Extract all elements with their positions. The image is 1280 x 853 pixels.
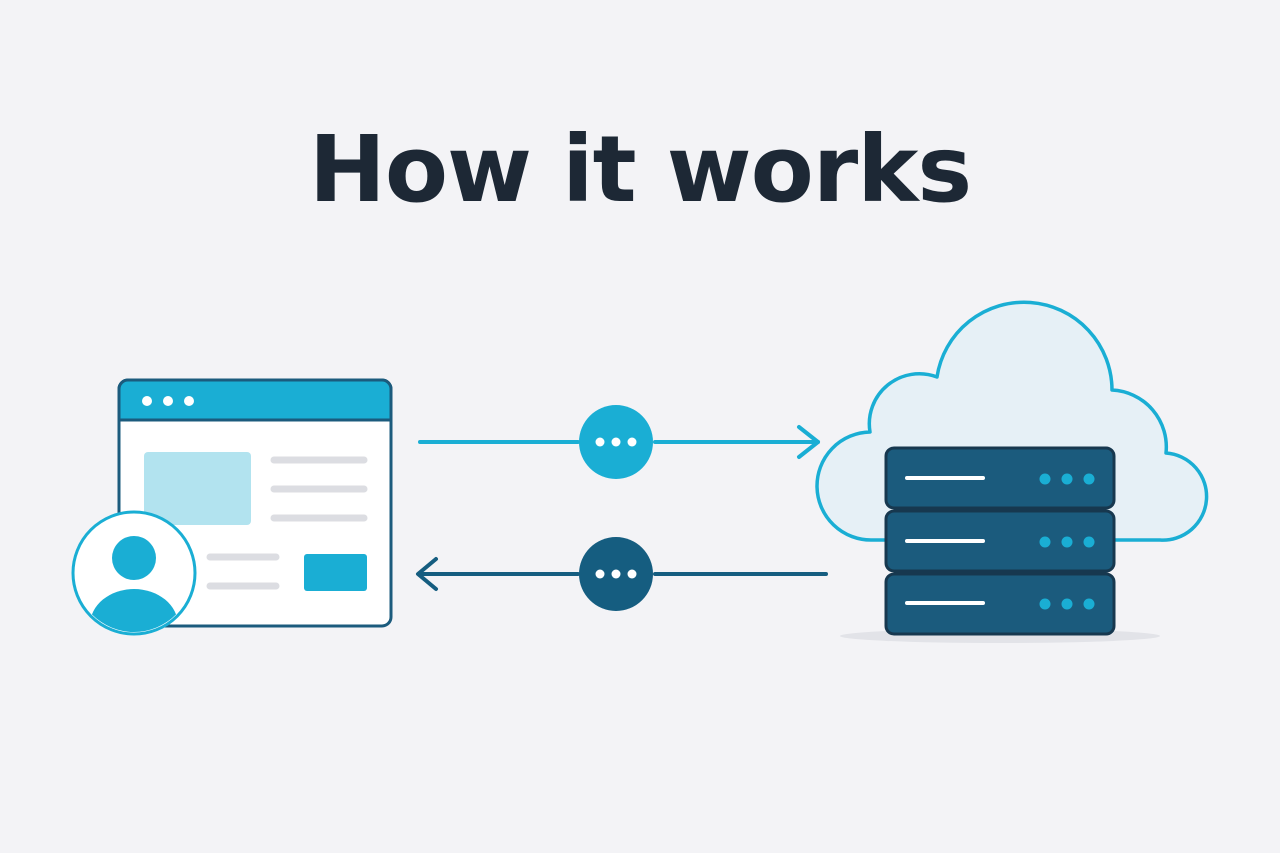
response-arrow — [416, 557, 828, 591]
request-bubble-icon — [579, 405, 653, 479]
image-placeholder — [144, 452, 251, 525]
server-unit — [884, 509, 1116, 573]
user-avatar-icon — [71, 510, 197, 636]
server-rack-icon — [884, 446, 1116, 636]
window-controls — [142, 396, 194, 406]
server-unit — [884, 572, 1116, 636]
response-bubble-icon — [579, 537, 653, 611]
server-unit — [884, 446, 1116, 510]
request-arrow — [418, 425, 820, 459]
text-placeholder-lines — [206, 456, 368, 590]
button-placeholder — [304, 554, 367, 591]
page-title: How it works — [308, 116, 972, 223]
